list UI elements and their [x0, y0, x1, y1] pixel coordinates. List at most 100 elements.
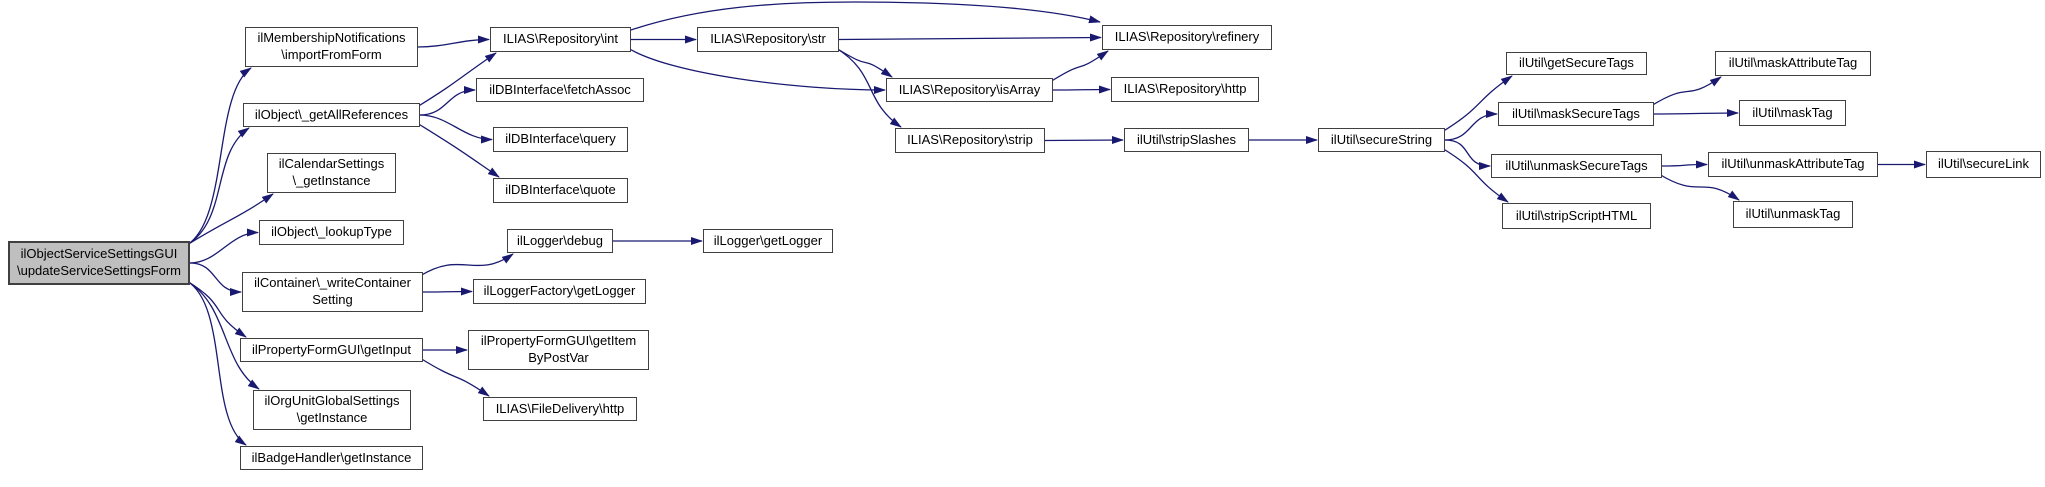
- node-label-line: Setting: [312, 292, 353, 307]
- node-label-line: ILIAS\Repository\int: [503, 31, 618, 47]
- node-label-line: \importFromForm: [281, 47, 382, 62]
- node-refinery[interactable]: ILIAS\Repository\refinery: [1102, 25, 1272, 50]
- node-label-line: ilOrgUnitGlobalSettings: [264, 393, 400, 409]
- node-maskSecureTags[interactable]: ilUtil\maskSecureTags: [1498, 102, 1654, 126]
- node-lookupType[interactable]: ilObject\_lookupType: [259, 220, 404, 245]
- edge-root-getInput: [186, 280, 247, 338]
- node-loggerGetLogger[interactable]: ilLogger\getLogger: [703, 229, 833, 253]
- edge-getAllReferences-quote: [416, 122, 500, 178]
- node-maskTag[interactable]: ilUtil\maskTag: [1739, 100, 1846, 126]
- node-calendarGetInstance[interactable]: ilCalendarSettings\_getInstance: [267, 153, 396, 193]
- node-importFromForm[interactable]: ilMembershipNotifications\importFromForm: [245, 27, 418, 67]
- edge-getAllReferences-query: [419, 114, 493, 144]
- node-label-line: ilUtil\maskSecureTags: [1512, 105, 1640, 121]
- edge-root-calendarGetInstance: [186, 193, 274, 246]
- edge-root-lookupType: [189, 228, 259, 264]
- node-badgeGetInstance[interactable]: ilBadgeHandler\getInstance: [240, 446, 423, 470]
- edge-root-importFromForm: [186, 67, 252, 246]
- node-label-line: ILIAS\Repository\http: [1123, 81, 1247, 97]
- edge-repoInt-refinery: [630, 1, 1101, 31]
- edge-strip-stripSlashes: [1044, 136, 1124, 145]
- node-label-line: ilDBInterface\quote: [505, 182, 616, 198]
- node-secureString[interactable]: ilUtil\secureString: [1318, 128, 1445, 152]
- edge-root-orgUnitGetInstance: [186, 280, 260, 390]
- node-label-line: ilLoggerFactory\getLogger: [483, 283, 636, 299]
- edge-maskSecureTags-maskAttributeTag: [1650, 76, 1722, 107]
- node-orgUnitGetInstance[interactable]: ilOrgUnitGlobalSettings\getInstance: [253, 390, 411, 430]
- node-label-line: ilUtil\secureLink: [1937, 156, 2030, 172]
- node-stripScriptHTML[interactable]: ilUtil\stripScriptHTML: [1502, 203, 1651, 229]
- node-loggerDebug[interactable]: ilLogger\debug: [507, 229, 613, 253]
- node-getInput[interactable]: ilPropertyFormGUI\getInput: [240, 338, 423, 362]
- node-repoInt[interactable]: ILIAS\Repository\int: [490, 27, 631, 52]
- node-label-line: ilObjectServiceSettingsGUI: [20, 246, 178, 262]
- node-strip[interactable]: ILIAS\Repository\strip: [895, 128, 1045, 153]
- node-label-line: ilUtil\maskAttributeTag: [1728, 55, 1858, 71]
- edge-root-writeContainerSetting: [189, 262, 242, 296]
- node-label-line: ilObject\_getAllReferences: [254, 106, 409, 122]
- edge-maskSecureTags-maskTag: [1653, 109, 1739, 118]
- node-isArray[interactable]: ILIAS\Repository\isArray: [886, 78, 1053, 102]
- node-root: ilObjectServiceSettingsGUI\updateService…: [8, 241, 190, 285]
- node-label-line: \updateServiceSettingsForm: [16, 263, 182, 278]
- node-label-line: ilUtil\unmaskAttributeTag: [1721, 156, 1865, 172]
- edge-importFromForm-repoInt: [417, 35, 490, 48]
- edge-secureString-maskSecureTags: [1444, 110, 1498, 141]
- edge-repoInt-isArray: [627, 47, 886, 94]
- node-label-line: ILIAS\FileDelivery\http: [495, 400, 625, 416]
- node-label-line: ilUtil\stripScriptHTML: [1515, 207, 1638, 223]
- node-quote[interactable]: ilDBInterface\quote: [493, 178, 628, 203]
- node-label-line: ilPropertyFormGUI\getItem: [480, 333, 637, 349]
- edge-unmaskSecureTags-unmaskAttributeTag: [1661, 160, 1708, 169]
- edge-getAllReferences-repoInt: [416, 52, 497, 108]
- node-label-line: ilPropertyFormGUI\getInput: [252, 341, 411, 357]
- node-fileDeliveryHttp[interactable]: ILIAS\FileDelivery\http: [483, 397, 637, 421]
- edge-repoStr-strip: [835, 47, 902, 128]
- node-stripSlashes[interactable]: ilUtil\stripSlashes: [1124, 128, 1249, 152]
- node-repoHttp[interactable]: ILIAS\Repository\http: [1111, 77, 1259, 102]
- node-unmaskAttributeTag[interactable]: ilUtil\unmaskAttributeTag: [1708, 152, 1878, 177]
- node-label-line: ilObject\_lookupType: [271, 224, 392, 240]
- edge-getAllReferences-fetchAssoc: [419, 86, 476, 116]
- node-label-line: ilUtil\secureString: [1330, 131, 1433, 147]
- node-loggerFactoryGetLogger[interactable]: ilLoggerFactory\getLogger: [473, 279, 646, 304]
- edge-getInput-fileDeliveryHttp: [419, 357, 490, 397]
- edge-secureString-stripScriptHTML: [1441, 147, 1509, 203]
- node-label-line: ilDBInterface\query: [505, 131, 616, 147]
- edge-repoStr-isArray: [835, 47, 893, 78]
- node-fetchAssoc[interactable]: ilDBInterface\fetchAssoc: [476, 78, 644, 102]
- node-label-line: ilUtil\getSecureTags: [1519, 55, 1634, 71]
- node-getAllReferences[interactable]: ilObject\_getAllReferences: [243, 103, 420, 127]
- node-label-line: ILIAS\Repository\str: [710, 31, 826, 47]
- node-label-line: ilUtil\unmaskSecureTags: [1505, 157, 1648, 173]
- node-unmaskSecureTags[interactable]: ilUtil\unmaskSecureTags: [1491, 154, 1662, 178]
- node-query[interactable]: ilDBInterface\query: [493, 127, 628, 152]
- node-label-line: ilDBInterface\fetchAssoc: [489, 81, 631, 97]
- node-secureLink[interactable]: ilUtil\secureLink: [1926, 151, 2041, 178]
- node-label-line: ilMembershipNotifications: [257, 30, 406, 46]
- node-getSecureTags[interactable]: ilUtil\getSecureTags: [1506, 52, 1647, 75]
- node-label-line: \_getInstance: [292, 173, 371, 188]
- node-label-line: ilLogger\debug: [516, 232, 604, 248]
- edge-writeContainerSetting-loggerFactoryGetLogger: [422, 287, 473, 296]
- edge-isArray-refinery: [1049, 50, 1109, 83]
- node-label-line: ilCalendarSettings: [278, 156, 385, 172]
- node-label-line: ILIAS\Repository\strip: [907, 132, 1033, 148]
- node-label-line: \getInstance: [296, 410, 368, 425]
- node-unmaskTag[interactable]: ilUtil\unmaskTag: [1733, 201, 1853, 228]
- edge-secureString-unmaskSecureTags: [1444, 139, 1491, 170]
- edge-unmaskSecureTags-unmaskTag: [1658, 173, 1740, 201]
- node-label-line: ILIAS\Repository\isArray: [898, 81, 1041, 97]
- node-label-line: ilContainer\_writeContainer: [254, 275, 411, 291]
- node-label-line: ilUtil\maskTag: [1752, 104, 1833, 120]
- node-label-line: ilLogger\getLogger: [713, 232, 823, 248]
- node-repoStr[interactable]: ILIAS\Repository\str: [697, 27, 839, 52]
- edge-root-getAllReferences: [186, 127, 250, 246]
- node-label-line: ilUtil\stripSlashes: [1137, 131, 1236, 147]
- edge-root-badgeGetInstance: [186, 280, 247, 446]
- node-maskAttributeTag[interactable]: ilUtil\maskAttributeTag: [1715, 51, 1871, 76]
- edge-writeContainerSetting-loggerDebug: [419, 253, 514, 277]
